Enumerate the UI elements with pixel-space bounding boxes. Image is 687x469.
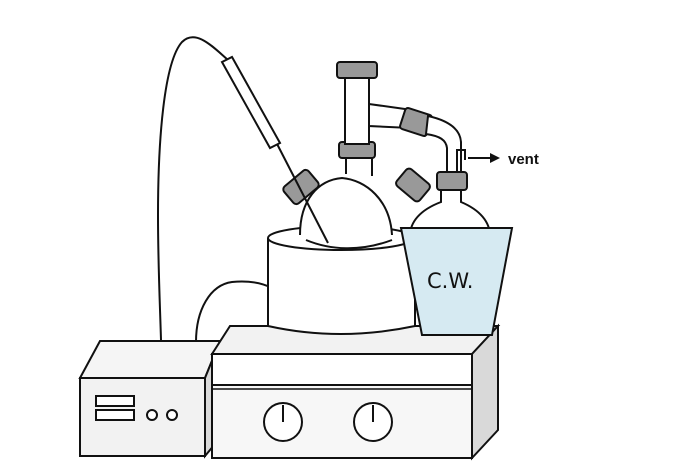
cold-water-label: C.W.: [427, 269, 473, 293]
vent-label: vent: [508, 151, 539, 168]
heating-bath: [267, 225, 416, 335]
vent-arrow: [468, 153, 500, 163]
power-cable: [195, 280, 273, 343]
controller-display-top: [95, 395, 135, 407]
hotplate-knob-right: [353, 402, 393, 442]
hotplate-stirrer: [210, 323, 501, 461]
distillation-head: [336, 61, 414, 145]
vent-tube: [456, 149, 466, 172]
probe-cable: [156, 36, 229, 341]
bent-adapter: [424, 114, 462, 173]
controller-button-right: [166, 409, 178, 421]
hotplate-knob-left: [263, 402, 303, 442]
three-neck-flask: [299, 157, 393, 250]
temperature-controller: [78, 340, 222, 459]
thermometer-probe: [220, 55, 329, 244]
controller-button-left: [146, 409, 158, 421]
controller-display-bottom: [95, 409, 135, 421]
cold-water-bath: [399, 227, 514, 336]
flask-right-joint: [395, 167, 431, 203]
